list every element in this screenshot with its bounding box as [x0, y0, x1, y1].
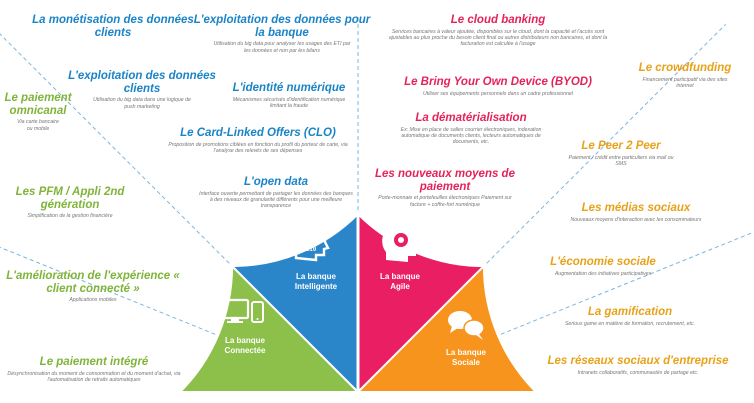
label-intelligente-line1: La banque: [295, 272, 336, 281]
item-nouveaux-paiements: Les nouveaux moyens de paiement Porte-mo…: [370, 168, 520, 208]
item-title: Les nouveaux moyens de paiement: [375, 168, 515, 193]
item-desc: Ex: Mise en place de salles courrier éle…: [400, 126, 542, 146]
svg-text:1001: 1001: [301, 239, 316, 246]
item-desc: Interface ouverte permettant de partager…: [199, 190, 353, 210]
segment-sociale: [355, 263, 539, 393]
item-title: Le crowdfunding: [638, 62, 732, 74]
label-sociale-line1: La banque: [445, 348, 486, 357]
label-agile-line1: La banque: [379, 272, 420, 281]
item-desc: Utilisation du big data pour analyser le…: [213, 41, 351, 54]
item-economie-sociale: L'économie sociale Augmentation des init…: [528, 256, 678, 277]
item-experience-client: L'amélioration de l'expérience « client …: [4, 270, 182, 304]
label-connectee-line2: Connectée: [224, 345, 266, 355]
item-dematerialisation: La dématérialisation Ex: Mise en place d…: [386, 112, 556, 145]
item-title: L'exploitation des données clients: [68, 70, 216, 95]
item-title: Le Card-Linked Offers (CLO): [180, 127, 336, 139]
item-title: L'économie sociale: [550, 256, 656, 268]
item-paiement-integre: Le paiement intégré Désynchronisation du…: [4, 356, 184, 383]
item-desc: Services bancaires à valeur ajoutée, dis…: [388, 28, 608, 48]
item-exploitation-clients: L'exploitation des données clients Utili…: [62, 70, 222, 110]
item-monetisation: La monétisation des données clients: [28, 14, 198, 39]
item-medias-sociaux: Les médias sociaux Nouveaux moyens d'int…: [556, 202, 716, 223]
item-cloud-banking: Le cloud banking Services bancaires à va…: [388, 14, 608, 47]
item-desc: Simplification de la gestion financière: [27, 213, 113, 220]
label-intelligente: La banque Intelligente: [286, 272, 346, 291]
item-title: Les PFM / Appli 2nd génération: [15, 186, 125, 211]
item-title: La dématérialisation: [415, 112, 527, 124]
label-connectee: La banque Connectée: [215, 336, 275, 355]
item-byod: Le Bring Your Own Device (BYOD) Utiliser…: [398, 76, 598, 97]
item-desc: Désynchronisation du moment de consommat…: [7, 370, 181, 383]
item-desc: Serious game en matière de formation, re…: [564, 320, 696, 327]
segment-connectee: [177, 263, 361, 393]
binary-head-icon: 0101 1001 0110: [291, 224, 330, 262]
item-peer2peer: Le Peer 2 Peer Paiement / crédit entre p…: [566, 140, 676, 167]
item-desc: Via carte bancaire ou mobile: [17, 119, 59, 132]
item-desc: Applications mobiles: [69, 297, 117, 304]
item-clo: Le Card-Linked Offers (CLO) Proposition …: [160, 127, 356, 154]
item-desc: Proposition de promotions ciblées en fon…: [168, 141, 348, 154]
item-title: Le cloud banking: [450, 14, 546, 26]
label-agile-line2: Agile: [390, 281, 410, 291]
label-agile: La banque Agile: [370, 272, 430, 291]
item-title: Les médias sociaux: [581, 202, 691, 214]
item-title: La monétisation des données clients: [32, 14, 194, 39]
label-connectee-line1: La banque: [224, 336, 265, 345]
item-pfm: Les PFM / Appli 2nd génération Simplific…: [10, 186, 130, 220]
item-title: L'identité numérique: [232, 82, 346, 94]
item-desc: Financement participatif via des sites i…: [642, 76, 728, 89]
item-open-data: L'open data Interface ouverte permettant…: [196, 176, 356, 209]
item-gamification: La gamification Serious game en matière …: [540, 306, 720, 327]
item-title: L'amélioration de l'expérience « client …: [6, 270, 180, 295]
devices-icon: [220, 298, 264, 323]
item-title: Le Bring Your Own Device (BYOD): [404, 76, 592, 88]
label-sociale-line2: Sociale: [451, 357, 480, 367]
item-desc: Mécanismes sécurisés d'identification nu…: [232, 96, 346, 109]
item-title: L'open data: [243, 176, 309, 188]
item-title: La gamification: [587, 306, 673, 318]
label-intelligente-line2: Intelligente: [294, 281, 338, 291]
head-icon: [382, 224, 420, 262]
item-title: Le paiement omnicanal: [4, 92, 72, 117]
item-desc: Nouveaux moyens d'interaction avec les c…: [570, 216, 702, 223]
segment-intelligente: [229, 211, 359, 395]
item-crowdfunding: Le crowdfunding Financement participatif…: [630, 62, 740, 89]
item-title: Le paiement intégré: [39, 356, 149, 368]
item-title: L'exploitation des données pour la banqu…: [193, 14, 371, 39]
item-desc: Augmentation des initiatives participati…: [554, 270, 652, 277]
item-exploitation-banque: L'exploitation des données pour la banqu…: [192, 14, 372, 54]
chat-bubbles-icon: [448, 311, 485, 340]
item-reseaux-sociaux: Les réseaux sociaux d'entreprise Intrane…: [524, 355, 752, 376]
item-paiement-omnicanal: Le paiement omnicanal Via carte bancaire…: [2, 92, 74, 132]
item-identite-numerique: L'identité numérique Mécanismes sécurisé…: [214, 82, 364, 109]
label-sociale: La banque Sociale: [436, 348, 496, 367]
svg-text:0101: 0101: [302, 232, 317, 239]
item-desc: Utiliser ses équipements personnels dans…: [423, 90, 573, 97]
svg-text:0110: 0110: [302, 246, 317, 253]
item-title: Les réseaux sociaux d'entreprise: [547, 355, 729, 367]
item-desc: Paiement / crédit entre particuliers via…: [568, 154, 674, 167]
item-desc: Utilisation du big data dans une logique…: [93, 97, 191, 110]
item-title: Le Peer 2 Peer: [581, 140, 661, 152]
item-desc: Porte-monnaie et portefeuilles électroni…: [378, 195, 512, 208]
item-desc: Intranets collaboratifs, communautés de …: [577, 369, 699, 376]
